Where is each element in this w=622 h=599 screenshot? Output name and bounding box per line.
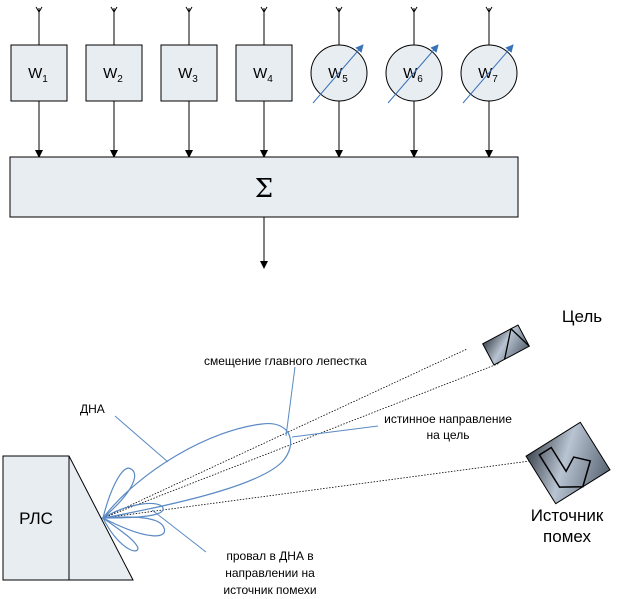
main-lobe <box>101 423 292 519</box>
adjust-arrow-icon <box>387 44 439 104</box>
input-fork-icon <box>260 6 268 13</box>
weight-block-3: W3 <box>160 6 218 158</box>
input-fork-icon <box>335 6 343 13</box>
weight-box <box>10 44 68 102</box>
weight-block-7: W7 <box>460 6 518 158</box>
weight-blocks: W1 W2 W3 W4 W5 W6 W7 <box>10 6 518 158</box>
pattern-annotation: ДНА <box>80 402 105 416</box>
weight-label: W4 <box>253 65 273 85</box>
summator-block: Σ <box>9 156 519 218</box>
adjust-arrow-icon <box>312 44 364 104</box>
weight-label: W5 <box>328 65 348 85</box>
input-fork-icon <box>35 6 43 13</box>
true-direction-annotation-line1: истинное направление <box>384 412 512 426</box>
radar-label: РЛС <box>19 509 53 528</box>
pattern-leader <box>114 415 169 463</box>
lobe-shift-annotation: смещение главного лепестка <box>204 354 367 368</box>
weight-block-4: W4 <box>235 6 293 158</box>
summator-symbol: Σ <box>255 174 273 204</box>
weight-label: W6 <box>403 65 423 85</box>
direction-rays <box>102 348 531 519</box>
side-lobe-bottom <box>102 517 139 552</box>
target-object: Цель <box>482 307 602 366</box>
weight-block-1: W1 <box>10 6 68 158</box>
weight-box <box>85 44 143 102</box>
null-annotation-line1: провал в ДНА в <box>226 549 313 563</box>
input-fork-icon <box>485 6 493 13</box>
jammer-label-line1: Источник <box>531 506 604 525</box>
weight-label: W7 <box>478 65 498 85</box>
weight-box <box>160 44 218 102</box>
adjust-arrow-icon <box>462 44 514 104</box>
true-direction-leader <box>291 425 379 438</box>
antenna-pattern <box>100 423 292 552</box>
side-lobe-lower <box>100 516 166 537</box>
true-direction-annotation-line2: на цель <box>427 428 470 442</box>
true-target-ray <box>102 348 468 519</box>
weight-label: W3 <box>178 65 198 85</box>
weight-block-6: W6 <box>385 6 443 158</box>
weight-label: W2 <box>103 65 123 85</box>
target-label: Цель <box>562 307 602 326</box>
weight-label: W1 <box>28 65 48 85</box>
jammer-label-line2: помех <box>543 527 591 546</box>
weight-block-5: W5 <box>310 6 368 158</box>
radar-station: РЛС <box>2 455 134 581</box>
jammer-ray <box>102 460 531 519</box>
weight-block-2: W2 <box>85 6 143 158</box>
null-leader <box>151 509 207 553</box>
lobe-shift-leader <box>285 366 296 437</box>
target-ray <box>102 362 501 519</box>
annotation-leaders <box>114 366 379 553</box>
null-annotation-line3: источник помехи <box>223 583 316 597</box>
null-annotation-line2: направлении на <box>225 566 315 580</box>
side-lobe-upper <box>101 467 136 520</box>
annotations: ДНА смещение главного лепестка истинное … <box>80 354 512 597</box>
input-fork-icon <box>110 6 118 13</box>
weight-box <box>235 44 293 102</box>
jammer-object: Источник помех <box>525 421 611 546</box>
input-fork-icon <box>185 6 193 13</box>
input-fork-icon <box>410 6 418 13</box>
